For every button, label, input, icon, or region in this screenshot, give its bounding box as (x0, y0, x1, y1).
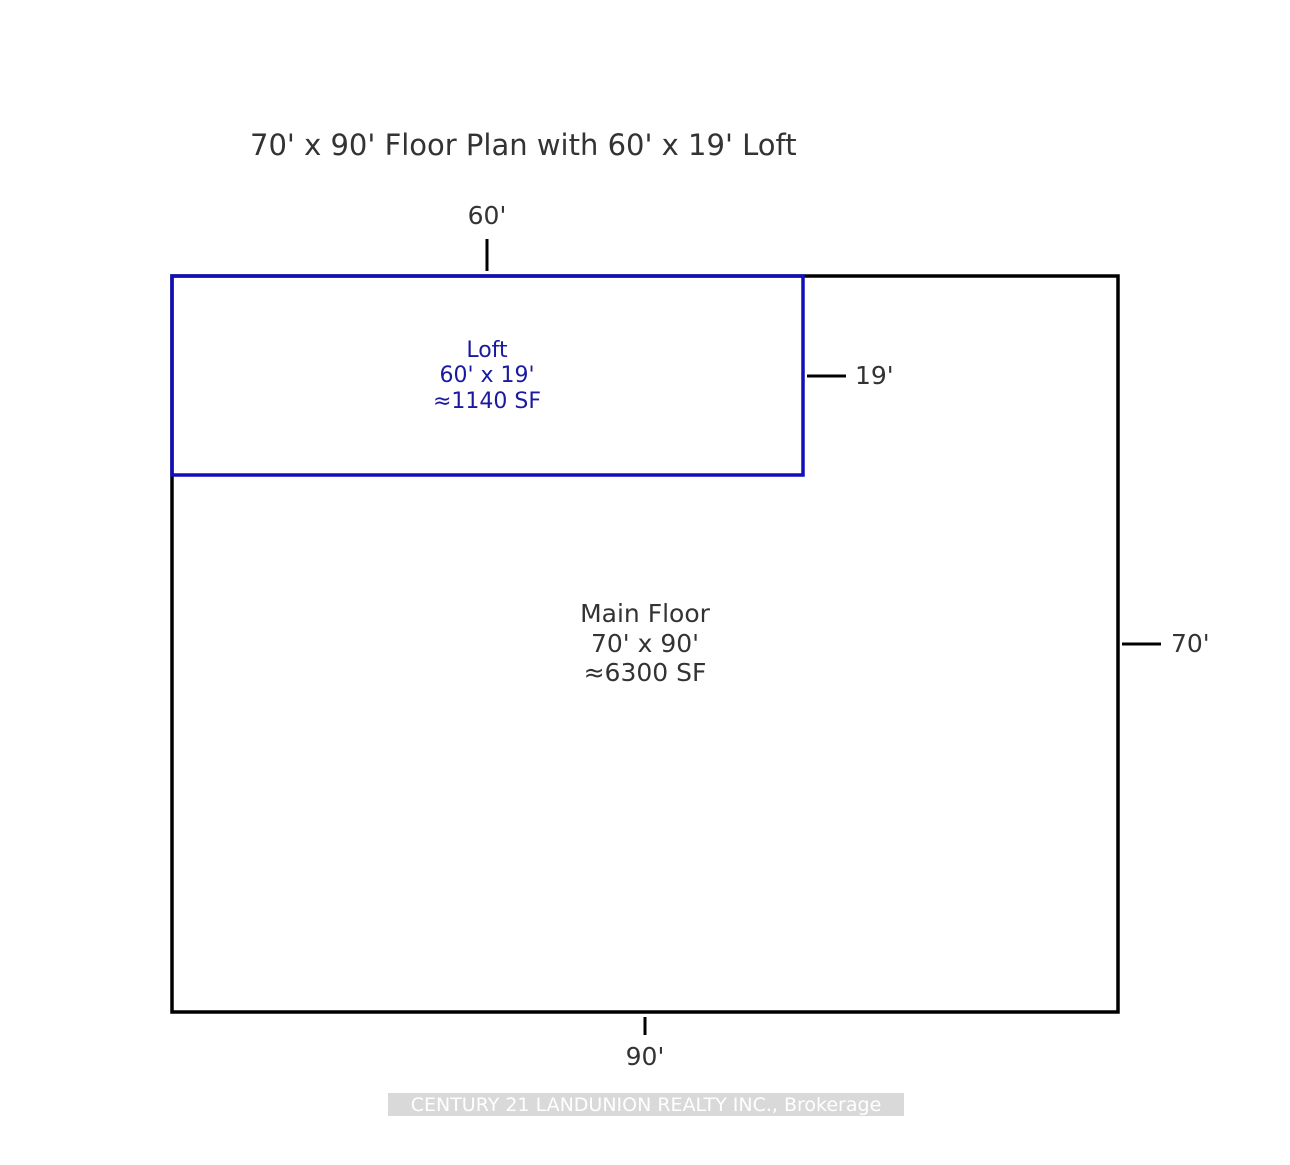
loft-width-label: 60' (468, 201, 507, 230)
loft-depth-label: 19' (855, 361, 894, 390)
watermark-text: CENTURY 21 LANDUNION REALTY INC., Broker… (411, 1094, 882, 1116)
loft-outline (170, 274, 805, 477)
main-depth-label: 70' (1171, 629, 1210, 658)
loft-label: Loft (466, 338, 508, 363)
loft-size-label: 60' x 19' (439, 363, 534, 388)
main-floor-label: Main Floor (580, 599, 711, 628)
watermark-background (388, 1093, 904, 1116)
main-floor-size-label: 70' x 90' (591, 629, 699, 658)
plan-title: 70' x 90' Floor Plan with 60' x 19' Loft (250, 128, 797, 162)
loft-area-label: ≈1140 SF (433, 389, 541, 414)
main-width-label: 90' (626, 1042, 665, 1071)
main-floor-area-label: ≈6300 SF (584, 658, 707, 687)
